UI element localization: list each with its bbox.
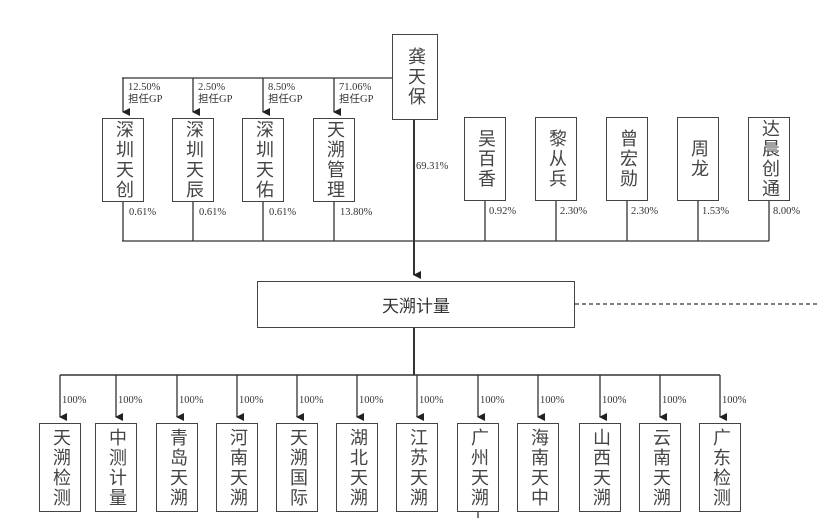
entity-name: 青岛天溯 xyxy=(167,427,188,508)
entity-name: 天溯管理 xyxy=(324,120,345,200)
subsidiary-stake-label: 100% xyxy=(62,395,87,406)
subsidiary-stake-label: 100% xyxy=(602,395,627,406)
entity-name: 吴百香 xyxy=(475,129,496,189)
subsidiary-stake-label: 100% xyxy=(662,395,687,406)
partnership-box: 深圳天辰 xyxy=(172,118,214,202)
gp-role-label: 担任GP xyxy=(198,94,233,105)
subsidiary-box: 云南天溯 xyxy=(639,423,681,512)
subsidiary-box: 天溯检测 xyxy=(39,423,81,512)
entity-name: 深圳天创 xyxy=(113,120,134,200)
subsidiary-box: 海南天中 xyxy=(517,423,559,512)
company-name: 天溯计量 xyxy=(382,297,450,317)
shareholder-box: 吴百香 xyxy=(464,117,506,201)
subsidiary-box: 湖北天溯 xyxy=(336,423,378,512)
stake-label: 2.30% xyxy=(560,206,588,217)
subsidiary-stake-label: 100% xyxy=(179,395,204,406)
subsidiary-stake-label: 100% xyxy=(540,395,565,406)
stake-label: 0.61% xyxy=(129,207,157,218)
stake-label: 13.80% xyxy=(340,207,373,218)
entity-name: 湖北天溯 xyxy=(347,427,368,508)
entity-name: 天溯国际 xyxy=(287,427,308,508)
entity-name: 深圳天辰 xyxy=(183,120,204,200)
entity-name: 达晨创通 xyxy=(759,119,780,199)
company-box: 天溯计量 xyxy=(257,281,575,328)
subsidiary-stake-label: 100% xyxy=(299,395,324,406)
entity-name: 黎从兵 xyxy=(546,129,567,189)
gp-stake-label: 2.50% xyxy=(198,82,226,93)
subsidiary-box: 山西天溯 xyxy=(579,423,621,512)
partnership-box: 深圳天创 xyxy=(102,118,144,202)
entity-name: 天溯检测 xyxy=(50,427,71,508)
partnership-box: 深圳天佑 xyxy=(242,118,284,202)
subsidiary-box: 江苏天溯 xyxy=(396,423,438,512)
shareholder-box: 达晨创通 xyxy=(748,117,790,201)
entity-name: 中测计量 xyxy=(106,427,127,508)
entity-name: 云南天溯 xyxy=(650,427,671,508)
shareholder-box: 周龙 xyxy=(677,117,719,201)
stake-label: 0.92% xyxy=(489,206,517,217)
gp-role-label: 担任GP xyxy=(339,94,374,105)
stake-label: 1.53% xyxy=(702,206,730,217)
entity-name: 曾宏勋 xyxy=(617,129,638,189)
subsidiary-box: 广州天溯 xyxy=(457,423,499,512)
subsidiary-box: 河南天溯 xyxy=(216,423,258,512)
subsidiary-stake-label: 100% xyxy=(722,395,747,406)
entity-name: 广东检测 xyxy=(710,427,731,508)
subsidiary-box: 中测计量 xyxy=(95,423,137,512)
controller-stake-label: 69.31% xyxy=(416,161,449,172)
stake-label: 2.30% xyxy=(631,206,659,217)
entity-name: 河南天溯 xyxy=(227,427,248,508)
entity-name: 周龙 xyxy=(688,139,709,179)
entity-name: 广州天溯 xyxy=(468,427,489,508)
entity-name: 海南天中 xyxy=(528,427,549,508)
subsidiary-box: 青岛天溯 xyxy=(156,423,198,512)
gp-role-label: 担任GP xyxy=(268,94,303,105)
shareholder-box: 曾宏勋 xyxy=(606,117,648,201)
subsidiary-stake-label: 100% xyxy=(359,395,384,406)
partnership-box: 天溯管理 xyxy=(313,118,355,202)
stake-label: 8.00% xyxy=(773,206,801,217)
shareholder-box-gong-tianbao: 龚天保 xyxy=(392,34,438,120)
shareholder-name: 龚天保 xyxy=(405,47,426,107)
gp-stake-label: 12.50% xyxy=(128,82,161,93)
subsidiary-stake-label: 100% xyxy=(480,395,505,406)
stake-label: 0.61% xyxy=(269,207,297,218)
entity-name: 深圳天佑 xyxy=(253,120,274,200)
entity-name: 江苏天溯 xyxy=(407,427,428,508)
subsidiary-stake-label: 100% xyxy=(239,395,264,406)
subsidiary-stake-label: 100% xyxy=(419,395,444,406)
subsidiary-box: 广东检测 xyxy=(699,423,741,512)
gp-stake-label: 8.50% xyxy=(268,82,296,93)
subsidiary-box: 天溯国际 xyxy=(276,423,318,512)
shareholder-box: 黎从兵 xyxy=(535,117,577,201)
gp-role-label: 担任GP xyxy=(128,94,163,105)
subsidiary-stake-label: 100% xyxy=(118,395,143,406)
entity-name: 山西天溯 xyxy=(590,427,611,508)
gp-stake-label: 71.06% xyxy=(339,82,372,93)
stake-label: 0.61% xyxy=(199,207,227,218)
